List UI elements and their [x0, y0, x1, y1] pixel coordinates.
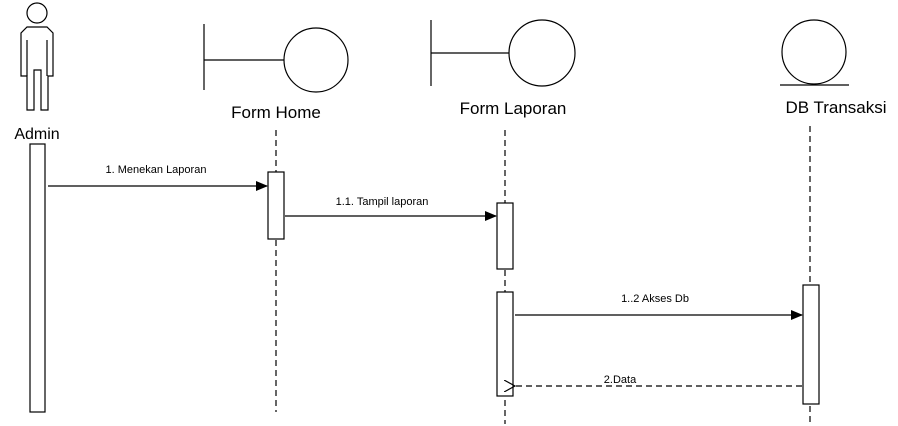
lifeline-form-laporan: Form Laporan: [430, 19, 576, 424]
message-2: 1.1. Tampil laporan: [285, 196, 497, 221]
activation-admin: [29, 143, 46, 413]
activation-form-laporan-1: [496, 202, 514, 270]
message-1-label: 1. Menekan Laporan: [106, 164, 207, 176]
message-4-label: 2.Data: [604, 374, 637, 386]
message-3: 1..2 Akses Db: [515, 293, 803, 320]
activation-form-laporan-2: [496, 291, 514, 397]
actor-admin-label: Admin: [14, 126, 59, 143]
message-2-label: 1.1. Tampil laporan: [336, 196, 429, 208]
boundary-icon: [430, 19, 576, 87]
activation-db-transaksi: [802, 284, 820, 405]
message-4: 2.Data: [515, 374, 802, 386]
actor-admin: Admin: [14, 2, 60, 413]
lifeline-form-home: Form Home: [203, 24, 349, 412]
activation-form-home: [267, 171, 285, 240]
db-transaksi-label: DB Transaksi: [785, 98, 886, 117]
message-1: 1. Menekan Laporan: [48, 164, 268, 191]
boundary-icon: [203, 24, 349, 93]
message-3-label: 1..2 Akses Db: [621, 293, 689, 305]
lifeline-db-transaksi: DB Transaksi: [780, 19, 887, 422]
form-laporan-label: Form Laporan: [460, 99, 567, 118]
actor-icon: [20, 2, 54, 111]
entity-icon: [780, 19, 849, 86]
form-home-label: Form Home: [231, 103, 321, 122]
